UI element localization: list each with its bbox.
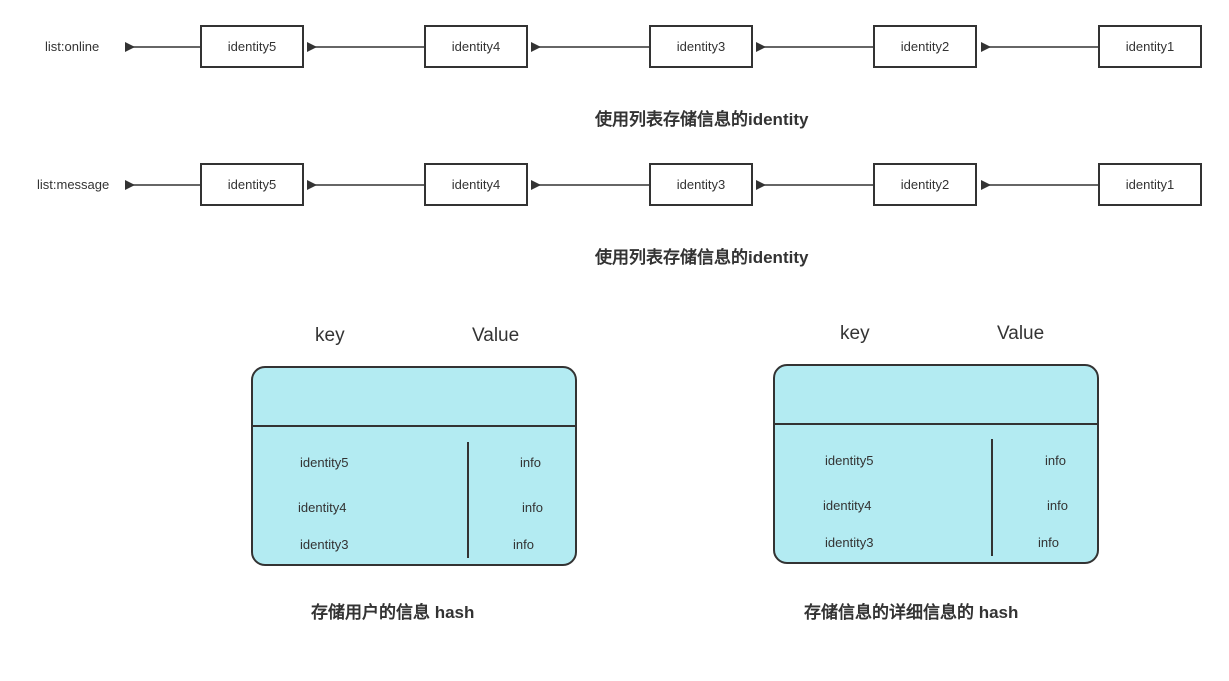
hash-caption: 存储用户的信息 hash <box>311 603 475 622</box>
list-node[interactable]: identity3 <box>649 163 753 206</box>
list-node[interactable]: identity4 <box>424 163 528 206</box>
hash-value: info <box>522 500 543 515</box>
list-node[interactable]: identity5 <box>200 163 304 206</box>
list-node[interactable]: identity3 <box>649 25 753 68</box>
list-node[interactable]: identity2 <box>873 25 977 68</box>
hash-key: identity5 <box>825 453 874 468</box>
hash-value-header: Value <box>997 323 1045 344</box>
hash-key: identity4 <box>823 498 872 513</box>
list-node[interactable]: identity2 <box>873 163 977 206</box>
hash-caption: 存储信息的详细信息的 hash <box>804 603 1019 622</box>
hash-table-message[interactable]: identity5 info identity4 info identity3 … <box>773 364 1099 564</box>
hash-value: info <box>1047 498 1068 513</box>
hash-value: info <box>1038 535 1059 550</box>
hash-column-divider <box>991 439 993 556</box>
hash-value-header: Value <box>472 325 520 346</box>
hash-key: identity3 <box>300 537 349 552</box>
list-label-message: list:message <box>37 177 110 192</box>
hash-key: identity3 <box>825 535 874 550</box>
hash-key-header: key <box>840 323 870 344</box>
hash-divider <box>253 425 575 427</box>
hash-key: identity4 <box>298 500 347 515</box>
list-node[interactable]: identity4 <box>424 25 528 68</box>
hash-value: info <box>1045 453 1066 468</box>
list-node[interactable]: identity1 <box>1098 163 1202 206</box>
list-node[interactable]: identity5 <box>200 25 304 68</box>
list-node[interactable]: identity1 <box>1098 25 1202 68</box>
hash-key-header: key <box>315 325 345 346</box>
hash-column-divider <box>467 442 469 558</box>
list-label-online: list:online <box>45 39 100 54</box>
list-caption: 使用列表存储信息的identity <box>595 248 809 267</box>
hash-key: identity5 <box>300 455 349 470</box>
hash-value: info <box>513 537 534 552</box>
list-caption: 使用列表存储信息的identity <box>595 110 809 129</box>
hash-table-user[interactable]: identity5 info identity4 info identity3 … <box>251 366 577 566</box>
hash-value: info <box>520 455 541 470</box>
hash-divider <box>775 423 1097 425</box>
